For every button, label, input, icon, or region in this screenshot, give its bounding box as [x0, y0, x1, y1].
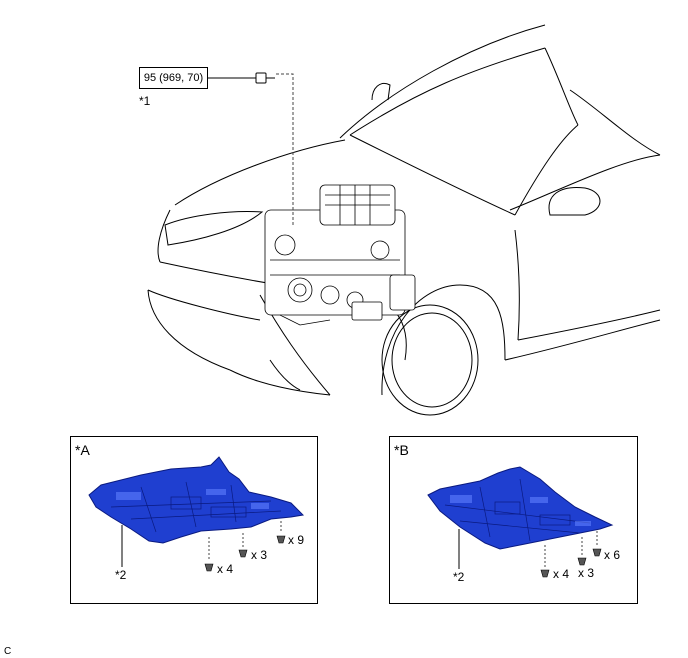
wheel-outer	[381, 304, 479, 416]
antenna-fin	[371, 83, 391, 101]
fender-arch	[381, 284, 506, 396]
windshield-top	[349, 47, 546, 136]
fog-light	[269, 359, 301, 391]
inset-a: *A	[70, 436, 318, 604]
fastener-a-count-2: x 3	[251, 548, 268, 562]
roof-line	[339, 24, 546, 139]
sill	[504, 319, 661, 361]
door-line	[514, 229, 520, 341]
bumper-top	[147, 289, 261, 321]
fastener-icons-b	[540, 548, 602, 578]
fastener-b-count-3: x 6	[604, 548, 621, 562]
undercover-a-highlights	[116, 489, 269, 509]
side-body	[509, 154, 661, 211]
window-line	[514, 124, 579, 216]
footer-code: C	[4, 646, 12, 657]
fastener-a-count-1: x 4	[217, 562, 234, 576]
vehicle-illustration	[147, 24, 661, 416]
hood-top	[174, 139, 346, 206]
windshield-base	[349, 134, 516, 216]
undercover-b	[427, 466, 614, 578]
inset-b-label: *B	[394, 442, 409, 458]
inset-b-part-callout: *2	[453, 570, 465, 584]
bolt-callout	[208, 72, 294, 225]
wheel-inner	[391, 312, 473, 408]
undercover-a	[88, 456, 305, 572]
bumper-lower	[147, 289, 231, 371]
inset-b: *B	[389, 436, 638, 604]
bolt-icon	[255, 72, 267, 84]
inset-a-label: *A	[75, 442, 90, 458]
door-bottom	[517, 309, 661, 341]
fastener-b-count-2: x 3	[578, 566, 595, 580]
fastener-icons-a	[204, 535, 286, 572]
hood-front	[157, 209, 171, 263]
grille-lower	[229, 369, 331, 396]
rear-line	[569, 89, 661, 156]
a-pillar	[544, 47, 579, 126]
inset-a-part-callout: *2	[115, 568, 127, 582]
fastener-a-count-3: x 9	[288, 533, 305, 547]
headlight	[164, 211, 264, 246]
undercover-b-highlights	[450, 495, 591, 526]
mirror	[548, 186, 601, 216]
fastener-b-count-1: x 4	[553, 567, 570, 581]
torque-spec: 95 (969, 70)	[139, 67, 208, 89]
engine-assembly	[264, 184, 416, 326]
undercover-a-shape	[88, 456, 305, 544]
callout-1: *1	[139, 94, 151, 108]
